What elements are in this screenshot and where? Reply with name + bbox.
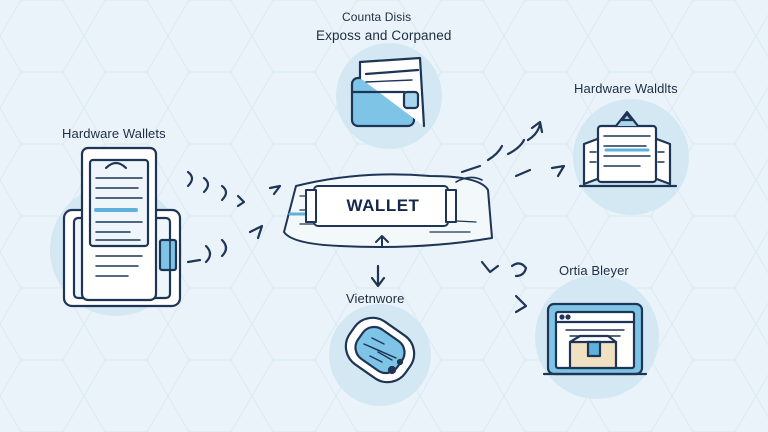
wallet-sign-icon [283, 173, 493, 248]
bottom-label: Vietnwore [346, 291, 405, 306]
usb-key-icon [344, 316, 416, 384]
right-label: Hardware Waldlts [574, 81, 678, 96]
bottom-right-label: Ortia Bleyer [559, 263, 629, 278]
wallet-label: WALLET [346, 196, 420, 215]
left-label: Hardware Wallets [62, 126, 166, 141]
top-title-line2: Exposs and Corpaned [316, 28, 452, 43]
top-title-line1: Counta Disis [342, 10, 412, 24]
laptop-package-icon [542, 302, 648, 376]
document-stack-icon [578, 110, 678, 188]
open-wallet-icon [350, 56, 426, 128]
flow-arrows [186, 120, 566, 314]
hardware-wallet-device-icon [62, 146, 182, 308]
